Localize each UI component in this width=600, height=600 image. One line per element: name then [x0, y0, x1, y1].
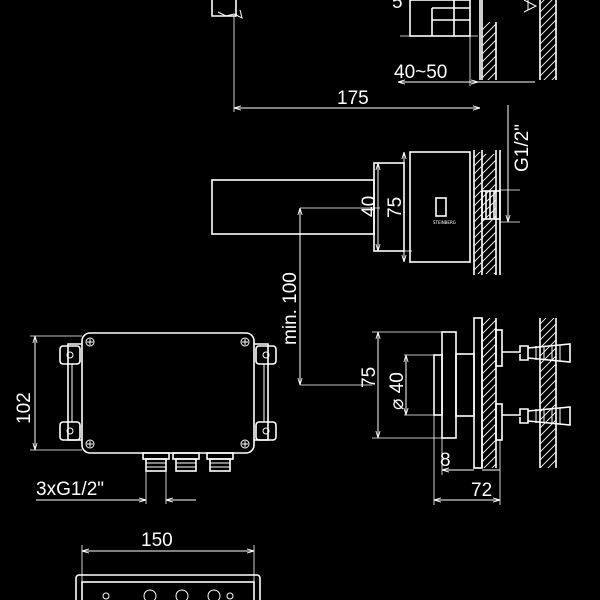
dim-min-height: min. 100 [280, 272, 301, 345]
wall-hatch-valve-right [540, 318, 556, 468]
dim-plate-outer: 75 [385, 197, 406, 218]
wall-hatch-top [482, 22, 496, 80]
dim-plate-inner: 40 [359, 196, 380, 217]
connector-2 [172, 452, 200, 472]
dim-valve-outer: 75 [359, 367, 380, 388]
connector-1 [142, 452, 170, 472]
wall-hatch-valve [482, 318, 496, 468]
dim-valve-inner: ⌀ 40 [387, 372, 408, 410]
box-bottom-view [75, 574, 261, 600]
dim-thread-vertical: G1/2" [512, 124, 533, 172]
mounting-box [59, 332, 277, 472]
wall-hatch-side [482, 154, 496, 274]
spout-top-view [211, 0, 557, 80]
dim-valve-depth: 8 [440, 450, 451, 471]
spout-side-view [211, 150, 501, 275]
dim-wall-gap: 40~50 [394, 62, 447, 83]
dim-top-cut: 5 [392, 0, 403, 13]
dim-box-height: 102 [14, 392, 35, 424]
box-body [81, 332, 255, 454]
brand-logo: STEINBERG [433, 220, 456, 225]
wall-hatch-top-right [540, 0, 556, 80]
connector-3 [206, 452, 234, 472]
dim-valve-total: 72 [471, 480, 492, 501]
valve-side-view [433, 317, 571, 469]
dim-spout-length: 175 [337, 88, 369, 109]
dim-box-connections: 3xG1/2" [36, 479, 104, 500]
dim-box-width: 150 [141, 530, 173, 551]
